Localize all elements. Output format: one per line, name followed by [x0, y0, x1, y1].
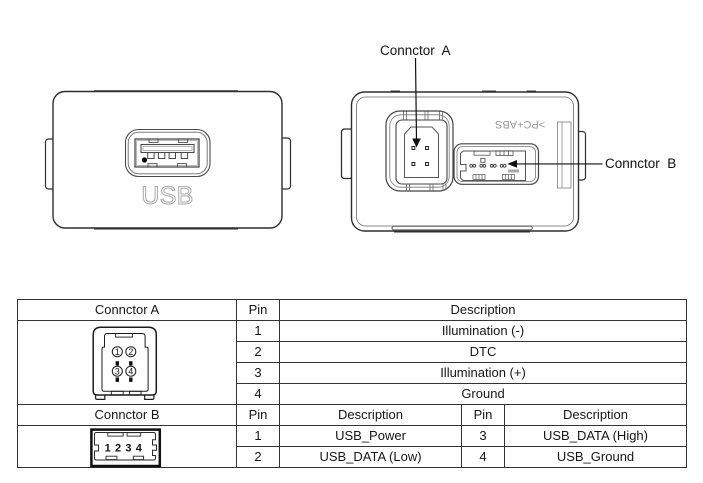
svg-text:2: 2 [128, 347, 133, 357]
svg-text:USB: USB [141, 182, 193, 210]
svg-text:4: 4 [128, 366, 133, 376]
svg-text:>PC+ABS: >PC+ABS [495, 118, 545, 130]
svg-text:1 2 3 4: 1 2 3 4 [105, 443, 143, 455]
svg-text:3: 3 [115, 366, 120, 376]
svg-text:1: 1 [115, 347, 120, 357]
